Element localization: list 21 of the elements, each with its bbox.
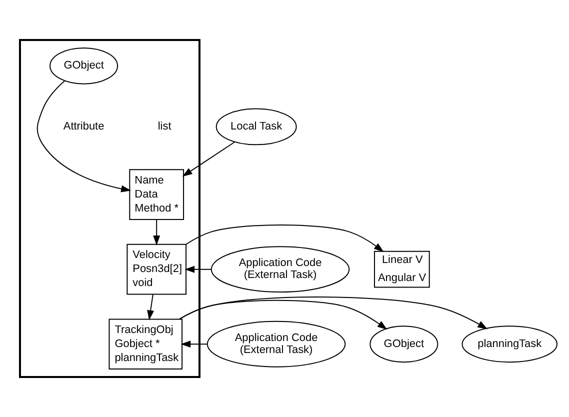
arrow xyxy=(184,266,212,273)
node-ellipse: GObject xyxy=(50,47,118,84)
arrow xyxy=(147,294,154,320)
node-ellipse: Application Code (External Task) xyxy=(210,246,350,293)
arrow xyxy=(178,296,488,330)
label: list xyxy=(158,120,172,133)
cluster xyxy=(18,38,200,378)
node-box: Linear V Angular V xyxy=(374,250,430,288)
arrow xyxy=(182,142,236,177)
arrow xyxy=(153,219,160,246)
node-ellipse: GObject xyxy=(370,326,438,363)
node-ellipse: Local Task xyxy=(216,108,297,146)
label: Attribute xyxy=(63,120,104,133)
node-box: Name Data Method * xyxy=(129,169,184,220)
node-ellipse: Application Code (External Task) xyxy=(206,320,346,368)
node-ellipse: planningTask xyxy=(462,326,558,363)
arrow xyxy=(180,340,208,348)
node-box: TrackingObj Gobject * planningTask xyxy=(108,318,183,370)
arrow xyxy=(36,80,132,192)
arrow xyxy=(186,224,384,252)
node-box: Velocity Posn3d[2] void xyxy=(126,244,187,295)
